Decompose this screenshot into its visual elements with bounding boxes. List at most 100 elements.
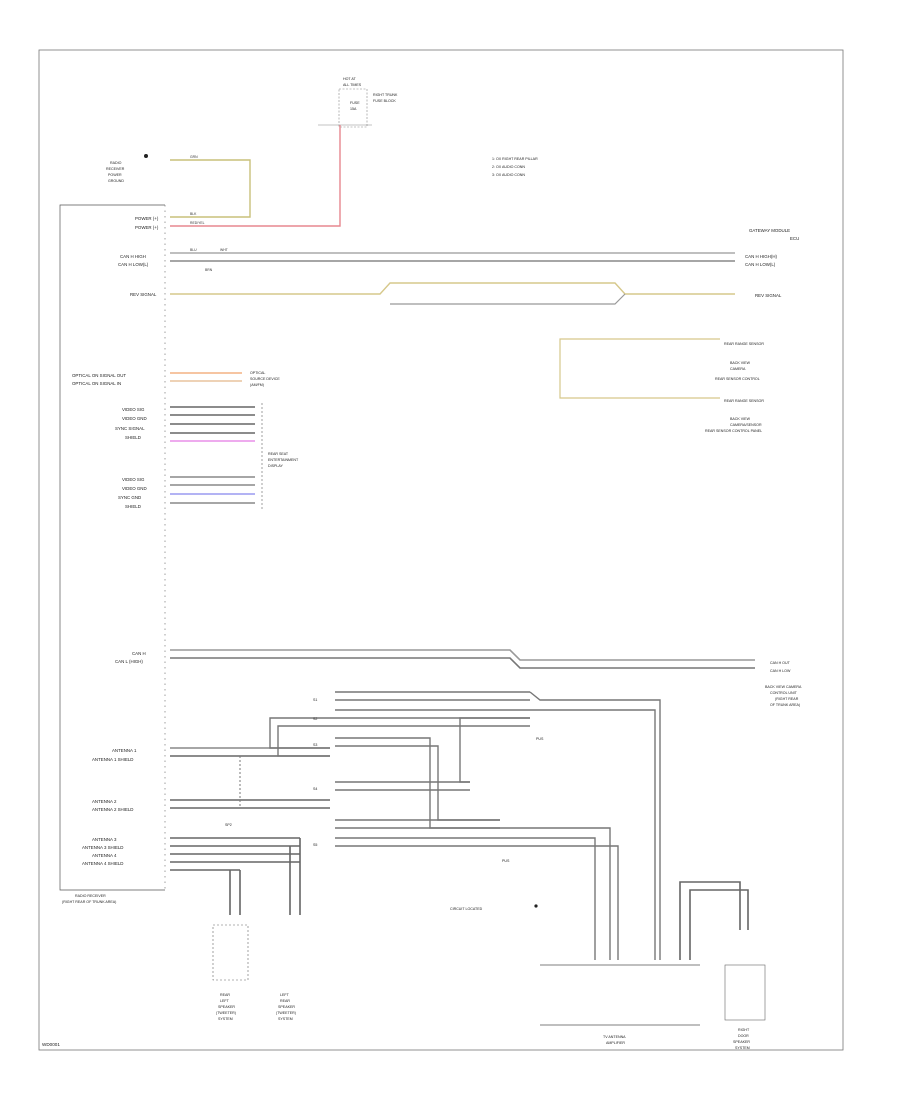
fuse-box-title: HOT AT	[343, 77, 356, 81]
camera-name: BACK VIEW CAMERA	[765, 685, 802, 689]
speaker-label: SPEAKER	[218, 1005, 235, 1009]
gateway-module: ECU	[790, 236, 799, 241]
rear-sensor-wire	[559, 338, 720, 399]
pin-label: VIDEO SIG	[122, 477, 145, 482]
svg-text:S4: S4	[313, 787, 317, 791]
speaker-label: (TWEETER)	[216, 1011, 236, 1015]
fuse-label: FUSE	[350, 101, 360, 105]
svg-text:S1: S1	[313, 698, 317, 702]
component-name: RADIO RECEIVER	[75, 894, 106, 898]
speaker-label: LEFT	[280, 993, 290, 997]
diagram-border	[38, 49, 844, 1051]
ground-text: GROUND	[108, 179, 124, 183]
pin-label: SYNC GND	[118, 495, 141, 500]
speaker-label: SPEAKER	[733, 1040, 750, 1044]
circuit-label: CIRCUIT LOCATED	[450, 907, 483, 911]
camera-name: (RIGHT REAR	[775, 697, 799, 701]
pin-label: SYNC SIGNAL	[115, 426, 145, 431]
speaker-label: (TWEETER)	[276, 1011, 296, 1015]
pin-label: CAN H HIGH	[120, 254, 146, 259]
page-code: WD0001	[42, 1042, 60, 1047]
pin-label: VIDEO SIG	[122, 407, 145, 412]
legend-item: 2: OX AUDIO CONN	[492, 165, 525, 169]
sensor-label: REAR RANGE SENSOR	[724, 342, 764, 346]
optical-device: OPTICAL	[250, 371, 265, 375]
antenna-switch-block	[269, 691, 661, 960]
antenna-module: TV ANTENNA	[603, 1035, 626, 1039]
svg-text:BLK: BLK	[190, 212, 197, 216]
fuse-box: HOT AT ALL TIMES FUSE 15A RIGHT TRUNK FU…	[318, 77, 398, 128]
fuse-box-title-2: ALL TIMES	[343, 83, 362, 87]
power-wire	[170, 125, 341, 227]
svg-text:PUS: PUS	[536, 737, 544, 741]
display-label: ENTERTAINMENT	[268, 458, 299, 462]
camera-pin: CAN H LOW	[770, 669, 791, 673]
pin-label: REV SIGNAL	[130, 292, 157, 297]
svg-text:BRN: BRN	[205, 268, 213, 272]
radio-receiver-outline	[59, 204, 165, 891]
sensor-detail: BACK VIEW	[730, 361, 751, 365]
svg-text:S2: S2	[313, 717, 317, 721]
svg-text:PUS: PUS	[502, 859, 510, 863]
svg-text:WHT: WHT	[220, 248, 228, 252]
svg-text:GRN: GRN	[190, 155, 198, 159]
ground-label: RADIO RECEIVER POWER GROUND	[106, 154, 148, 183]
camera-name: OF TRUNK AREA)	[770, 703, 800, 707]
speaker-label: SYSTEM	[735, 1046, 750, 1050]
pin-label: ANTENNA 4 SHIELD	[82, 861, 123, 866]
pin-label: CAN H HIGH(H)	[745, 254, 777, 259]
ground-wire	[170, 159, 251, 218]
sensor-detail: REAR SENSOR CONTROL PANEL	[705, 429, 762, 433]
camera-pin: CAN H OUT	[770, 661, 791, 665]
pin-label: POWER (+)	[135, 225, 159, 230]
pin-label: OPTICAL ON SIGNAL OUT	[72, 373, 126, 378]
fuse-rating: 15A	[350, 107, 357, 111]
pin-label: ANTENNA 1	[112, 748, 137, 753]
speaker-label: REAR	[280, 999, 290, 1003]
pin-label: ANTENNA 1 SHIELD	[92, 757, 133, 762]
left-rear-speaker: LEFT REAR SPEAKER (TWEETER) SYSTEM	[276, 838, 301, 1021]
speaker-label: LEFT	[220, 999, 230, 1003]
ground-text: RADIO	[110, 161, 122, 165]
legend-item: 1: OX RIGHT REAR PILLAR	[492, 157, 538, 161]
pin-label: SHIELD	[125, 435, 141, 440]
legend: 1: OX RIGHT REAR PILLAR 2: OX AUDIO CONN…	[492, 157, 538, 177]
svg-text:S3: S3	[313, 743, 317, 747]
speaker-label: SPEAKER	[278, 1005, 295, 1009]
speaker-label: SYSTEM	[278, 1017, 293, 1021]
speaker-label: DOOR	[738, 1034, 749, 1038]
fuse-box-name: RIGHT TRUNK	[373, 93, 398, 97]
display-label: DISPLAY	[268, 464, 284, 468]
speaker-label: RIGHT	[738, 1028, 750, 1032]
pin-label: CAN H	[132, 651, 146, 656]
pin-label: CAN H LOW(L)	[745, 262, 776, 267]
fuse-box-name-2: FUSE BLOCK	[373, 99, 396, 103]
antenna-module: AMPLIFIER	[606, 1041, 625, 1045]
pin-label: ANTENNA 2 SHIELD	[92, 807, 133, 812]
optical-device: (AM/FM)	[250, 383, 264, 387]
sensor-label: REAR RANGE SENSOR	[724, 399, 764, 403]
svg-text:BLU: BLU	[190, 248, 197, 252]
right-door-speaker: RIGHT DOOR SPEAKER SYSTEM	[679, 881, 766, 1050]
gateway-module: GATEWAY MODULE	[749, 228, 790, 233]
rev-signal-wire	[170, 282, 735, 295]
svg-text:SP2: SP2	[225, 823, 232, 827]
sensor-detail: CAMERA	[730, 367, 746, 371]
pin-label: CAN H LOW(L)	[118, 262, 149, 267]
pin-label: ANTENNA 2	[92, 799, 117, 804]
pin-label: POWER (+)	[135, 216, 159, 221]
sensor-detail: BACK VIEW	[730, 417, 751, 421]
speaker-label: SYSTEM	[218, 1017, 233, 1021]
rear-left-speaker: REAR LEFT SPEAKER (TWEETER) SYSTEM	[212, 870, 249, 1021]
pin-label: OPTICAL ON SIGNAL IN	[72, 381, 121, 386]
pin-label: REV SIGNAL	[755, 293, 782, 298]
pin-label: ANTENNA 3 SHIELD	[82, 845, 123, 850]
pin-label: ANTENNA 3	[92, 837, 117, 842]
ground-text: RECEIVER	[106, 167, 125, 171]
optical-device: SOURCE DEVICE	[250, 377, 280, 381]
display-label: REAR SEAT	[268, 452, 289, 456]
camera-name: CONTROL UNIT	[770, 691, 798, 695]
speaker-label: REAR	[220, 993, 230, 997]
sensor-detail: REAR SENSOR CONTROL	[715, 377, 760, 381]
